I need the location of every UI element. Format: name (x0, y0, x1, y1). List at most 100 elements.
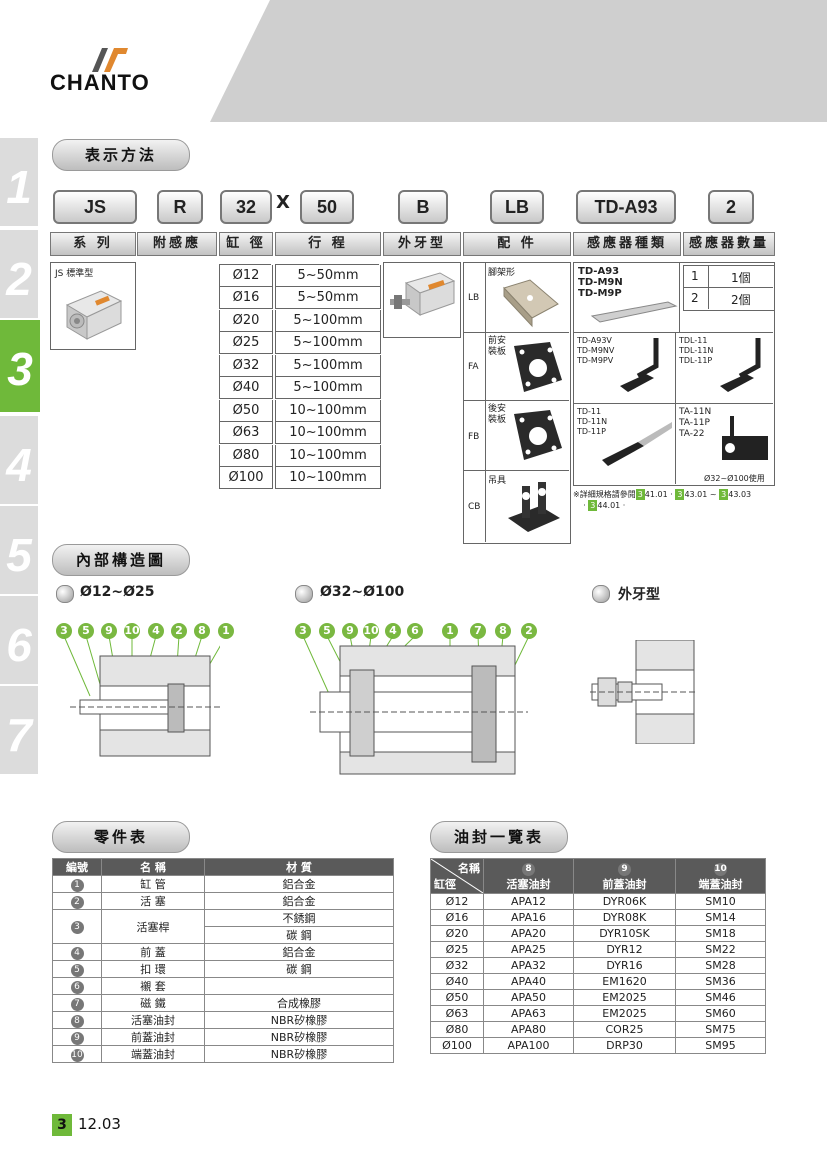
clevis-image (508, 482, 560, 532)
view-label-large: Ø32~Ø100 (320, 584, 405, 600)
callout-number: 4 (385, 623, 401, 639)
sensor-qty-table (683, 265, 775, 311)
bullet-icon (295, 585, 313, 603)
bore-cell: Ø32 (219, 355, 273, 377)
code-series: JS (53, 190, 137, 224)
accessory-code-cb: CB (468, 502, 481, 512)
footer-page: 12.03 (78, 1115, 121, 1133)
structure-drawing-large (302, 636, 530, 775)
accessory-label-cb: 吊具 (488, 476, 507, 486)
stroke-cell: 5~100mm (275, 332, 381, 354)
bore-cell: Ø80 (219, 445, 273, 467)
sensor-top-image (590, 301, 678, 323)
side-tab-2[interactable]: 2 (0, 230, 38, 318)
side-tab-7[interactable]: 7 (0, 686, 38, 774)
bore-cell: Ø20 (219, 310, 273, 332)
side-tab-5[interactable]: 5 (0, 506, 38, 594)
header-sensor: 附感應 (137, 232, 217, 256)
callout-number: 6 (407, 623, 423, 639)
side-tab-1[interactable]: 1 (0, 138, 38, 226)
code-stroke: 50 (300, 190, 354, 224)
header-stroke: 行 程 (275, 232, 381, 256)
callout-number: 1 (218, 623, 234, 639)
callout-number: 8 (495, 623, 511, 639)
table-row: 3 活塞桿不銹鋼 (52, 909, 394, 944)
table-row: 1 缸 管鋁合金 (52, 875, 394, 893)
callout-number: 10 (124, 623, 140, 639)
side-tab-3[interactable]: 3 (0, 320, 40, 412)
bore-grid (219, 264, 271, 265)
code-sensor-qty: 2 (708, 190, 754, 224)
bore-cell: Ø12 (219, 265, 273, 287)
callout-number: 10 (363, 623, 379, 639)
accessory-label-fa: 前安裝板 (488, 336, 507, 357)
header-sensor-qty: 感應器數量 (683, 232, 775, 256)
callout-number: 2 (521, 623, 537, 639)
code-sensor-type: TD-A93 (576, 190, 676, 224)
table-row: 5 扣 環碳 鋼 (52, 960, 394, 978)
section-notation-title: 表示方法 (52, 139, 190, 171)
bore-cell: Ø63 (219, 422, 273, 444)
parts-header-name: 名 稱 (101, 858, 205, 876)
code-separator: X (276, 192, 290, 213)
parts-header-material: 材 質 (204, 858, 394, 876)
thread-cell (383, 262, 461, 338)
view-label-thread: 外牙型 (618, 587, 660, 603)
stroke-cell: 5~100mm (275, 310, 381, 332)
table-row: 2 活 塞鋁合金 (52, 892, 394, 910)
accessory-code-fb: FB (468, 432, 480, 442)
header-band (0, 0, 827, 122)
code-sensor: R (157, 190, 203, 224)
accessory-label-fb: 後安裝板 (488, 404, 507, 425)
brand-logo: CHANTO (50, 70, 150, 95)
callout-number: 4 (148, 623, 164, 639)
table-row: 6 襯 套 (52, 977, 394, 995)
side-tab-4[interactable]: 4 (0, 416, 38, 504)
foot-bracket-image (503, 279, 559, 328)
bore-cell: Ø40 (219, 377, 273, 399)
stroke-cell: 10~100mm (275, 445, 381, 467)
callout-number: 1 (442, 623, 458, 639)
seal-corner-header: 名稱 缸徑 (430, 858, 484, 894)
header-sensor-type: 感應器種類 (573, 232, 681, 256)
rear-plate-image (514, 410, 562, 460)
callout-number: 5 (319, 623, 335, 639)
side-tab-6[interactable]: 6 (0, 596, 38, 684)
accessory-code-fa: FA (468, 362, 479, 372)
callout-number: 5 (78, 623, 94, 639)
header-thread: 外牙型 (383, 232, 461, 256)
header-accessory: 配 件 (463, 232, 571, 256)
sensor-bot-right-image (722, 416, 768, 460)
header-series: 系 列 (50, 232, 136, 256)
sensor-qty-label: 2個 (731, 293, 751, 307)
accessory-code-lb: LB (468, 293, 480, 303)
callout-number: 2 (171, 623, 187, 639)
bore-cell: Ø100 (219, 467, 273, 489)
callout-number: 3 (56, 623, 72, 639)
header-bore: 缸 徑 (219, 232, 273, 256)
stroke-cell: 5~50mm (275, 265, 381, 287)
sensor-bot-right-note: Ø32~Ø100使用 (704, 474, 765, 483)
sensor-mid-left-image (620, 338, 659, 392)
section-seals-title: 油封一覽表 (430, 821, 568, 853)
parts-header-no: 編號 (52, 858, 102, 876)
structure-drawing-small (63, 636, 220, 757)
callout-number: 9 (101, 623, 117, 639)
callout-number: 8 (194, 623, 210, 639)
